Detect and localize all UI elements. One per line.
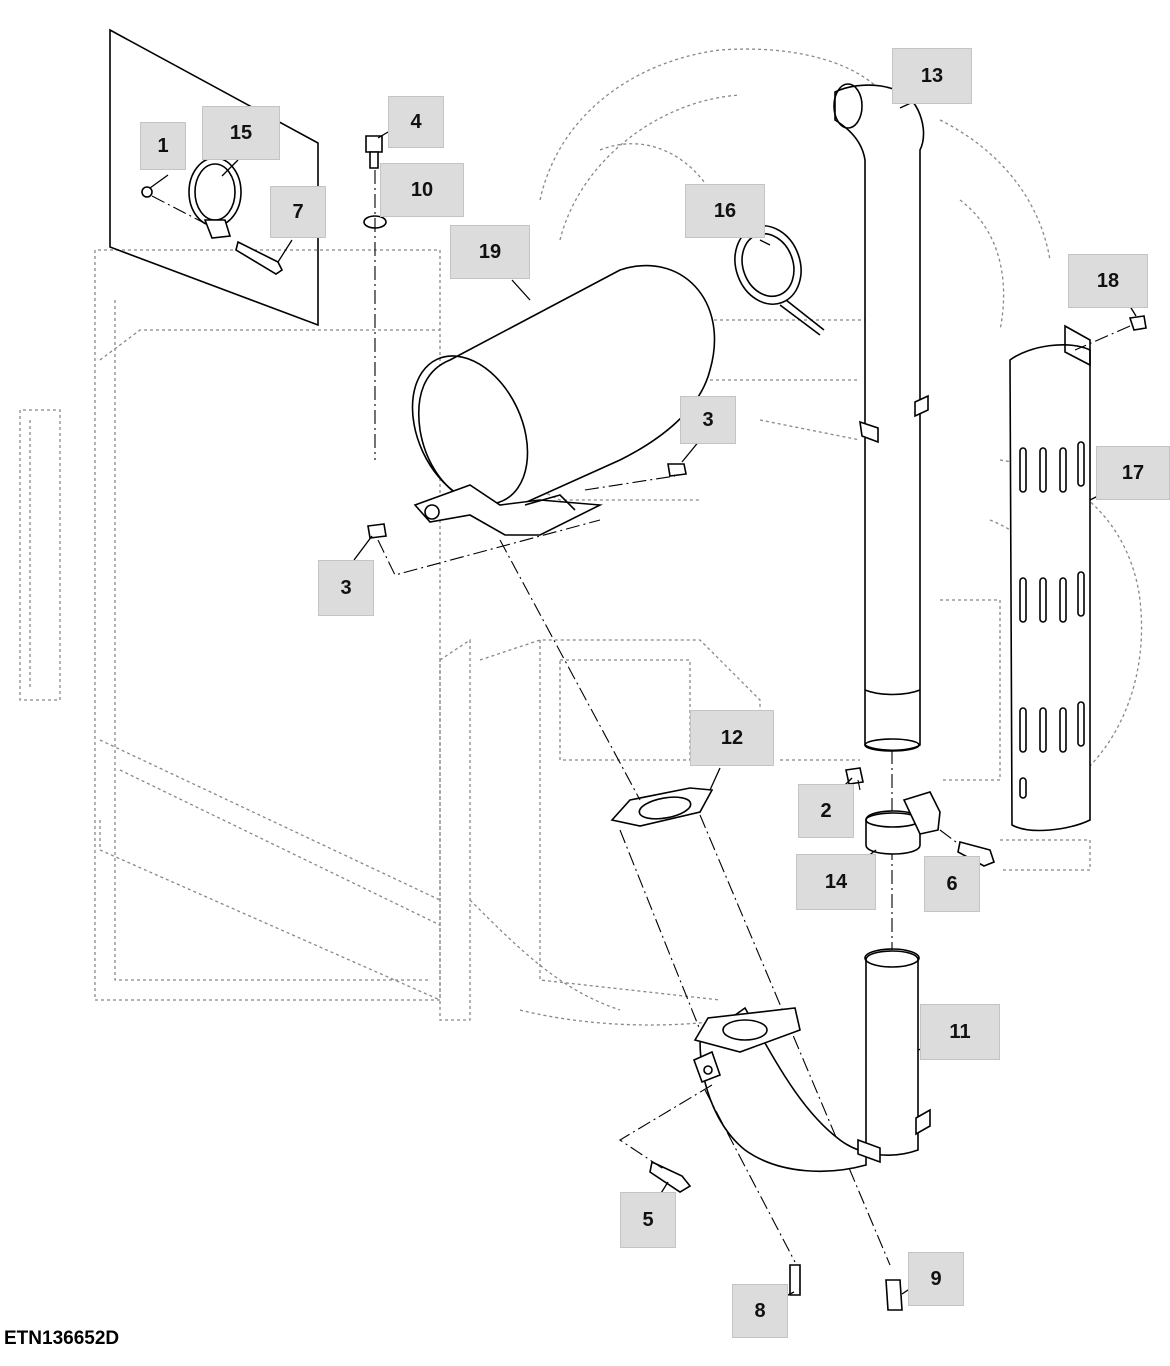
callout-5[interactable]: 5 (620, 1192, 676, 1248)
gasket-12 (610, 787, 714, 827)
muffler-19 (411, 264, 716, 536)
callout-9[interactable]: 9 (908, 1252, 964, 1306)
callout-3-left[interactable]: 3 (318, 560, 374, 616)
callout-11[interactable]: 11 (920, 1004, 1000, 1060)
bolt-9 (885, 1279, 903, 1311)
stack-pipe-13 (833, 83, 929, 752)
elbow-pipe-11 (692, 948, 931, 1173)
nut-1 (141, 186, 153, 198)
clamp-15 (188, 157, 242, 239)
bolt-5 (649, 1160, 692, 1193)
clamp-14 (865, 791, 941, 855)
callout-7[interactable]: 7 (270, 186, 326, 238)
callout-12[interactable]: 12 (690, 710, 774, 766)
callout-17[interactable]: 17 (1096, 446, 1170, 500)
callout-14[interactable]: 14 (796, 854, 876, 910)
heat-shield-17 (1009, 324, 1091, 832)
nut-3-right (667, 463, 687, 477)
cap-screw-4 (365, 135, 383, 169)
figure-id: ETN136652D (4, 1328, 120, 1349)
callout-2[interactable]: 2 (798, 784, 854, 838)
callout-13[interactable]: 13 (892, 48, 972, 104)
detail-inset-frame (109, 28, 319, 327)
callout-4[interactable]: 4 (388, 96, 444, 148)
callout-15[interactable]: 15 (202, 106, 280, 160)
bolt-8 (789, 1264, 801, 1296)
callout-18[interactable]: 18 (1068, 254, 1148, 308)
callout-3-right[interactable]: 3 (680, 396, 736, 444)
callout-16[interactable]: 16 (685, 184, 765, 238)
callout-10[interactable]: 10 (380, 163, 464, 217)
callout-8[interactable]: 8 (732, 1284, 788, 1338)
bolt-6 (957, 841, 995, 867)
nut-3-left (367, 523, 387, 539)
screw-18 (1128, 315, 1147, 331)
bolt-7 (235, 240, 284, 275)
callout-1[interactable]: 1 (140, 122, 186, 170)
callout-6[interactable]: 6 (924, 856, 980, 912)
callout-19[interactable]: 19 (450, 225, 530, 279)
